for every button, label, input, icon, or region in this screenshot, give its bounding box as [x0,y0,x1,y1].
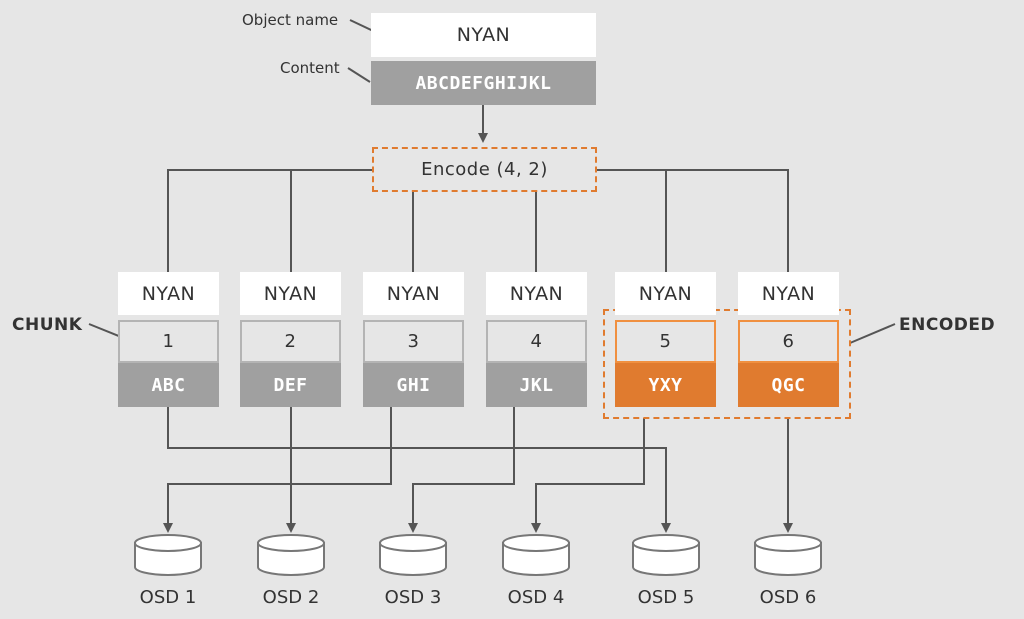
chunk-number-box: 4 [486,320,587,363]
osd-label: OSD 2 [262,587,320,608]
chunk-label: CHUNK [12,315,83,335]
disk-icon [379,534,447,576]
chunk-data-box: JKL [486,363,587,407]
chunk-1-to-osd-5-line [167,407,671,533]
chunk-data-box: ABC [118,363,219,407]
encoded-chunks-group [603,309,851,419]
encoded-label-pointer [849,323,896,344]
disk-icon [134,534,202,576]
disk-icon [754,534,822,576]
object-content-box: ABCDEFGHIJKL [371,61,596,105]
osd-label: OSD 1 [139,587,197,608]
osd-label: OSD 5 [637,587,695,608]
encode-to-chunk-6-line [597,169,789,272]
chunk-number-box: 3 [363,320,464,363]
chunk-name-box: NYAN [486,272,587,315]
chunk-name-box: NYAN [738,272,839,315]
osd-label: OSD 6 [759,587,817,608]
chunk-name-box: NYAN [615,272,716,315]
osd-disks [134,534,822,576]
content-pointer [347,67,371,83]
content-label: Content [280,59,340,77]
encode-to-chunk-1-line [167,169,372,272]
chunk-number-box: 6 [738,320,839,363]
object-name-box: NYAN [371,13,596,57]
chunk-3-to-osd-1-line [163,407,392,533]
chunk-number-box: 2 [240,320,341,363]
encode-box: Encode (4, 2) [372,147,597,192]
chunk-data-box: DEF [240,363,341,407]
chunk-4-to-osd-3-line [408,407,515,533]
osd-label: OSD 4 [507,587,565,608]
chunk-data-box: QGC [738,363,839,407]
chunk-name-box: NYAN [363,272,464,315]
disk-icon [502,534,570,576]
chunk-name-box: NYAN [240,272,341,315]
disk-icon [632,534,700,576]
chunk-5-to-osd-4-line [531,418,645,533]
encoded-label: ENCODED [899,315,996,335]
chunk-name-box: NYAN [118,272,219,315]
object-name-label: Object name [242,11,339,29]
chunk-number-box: 1 [118,320,219,363]
disk-icon [257,534,325,576]
chunk-data-box: YXY [615,363,716,407]
chunk-number-box: 5 [615,320,716,363]
osd-label: OSD 3 [384,587,442,608]
chunk-data-box: GHI [363,363,464,407]
